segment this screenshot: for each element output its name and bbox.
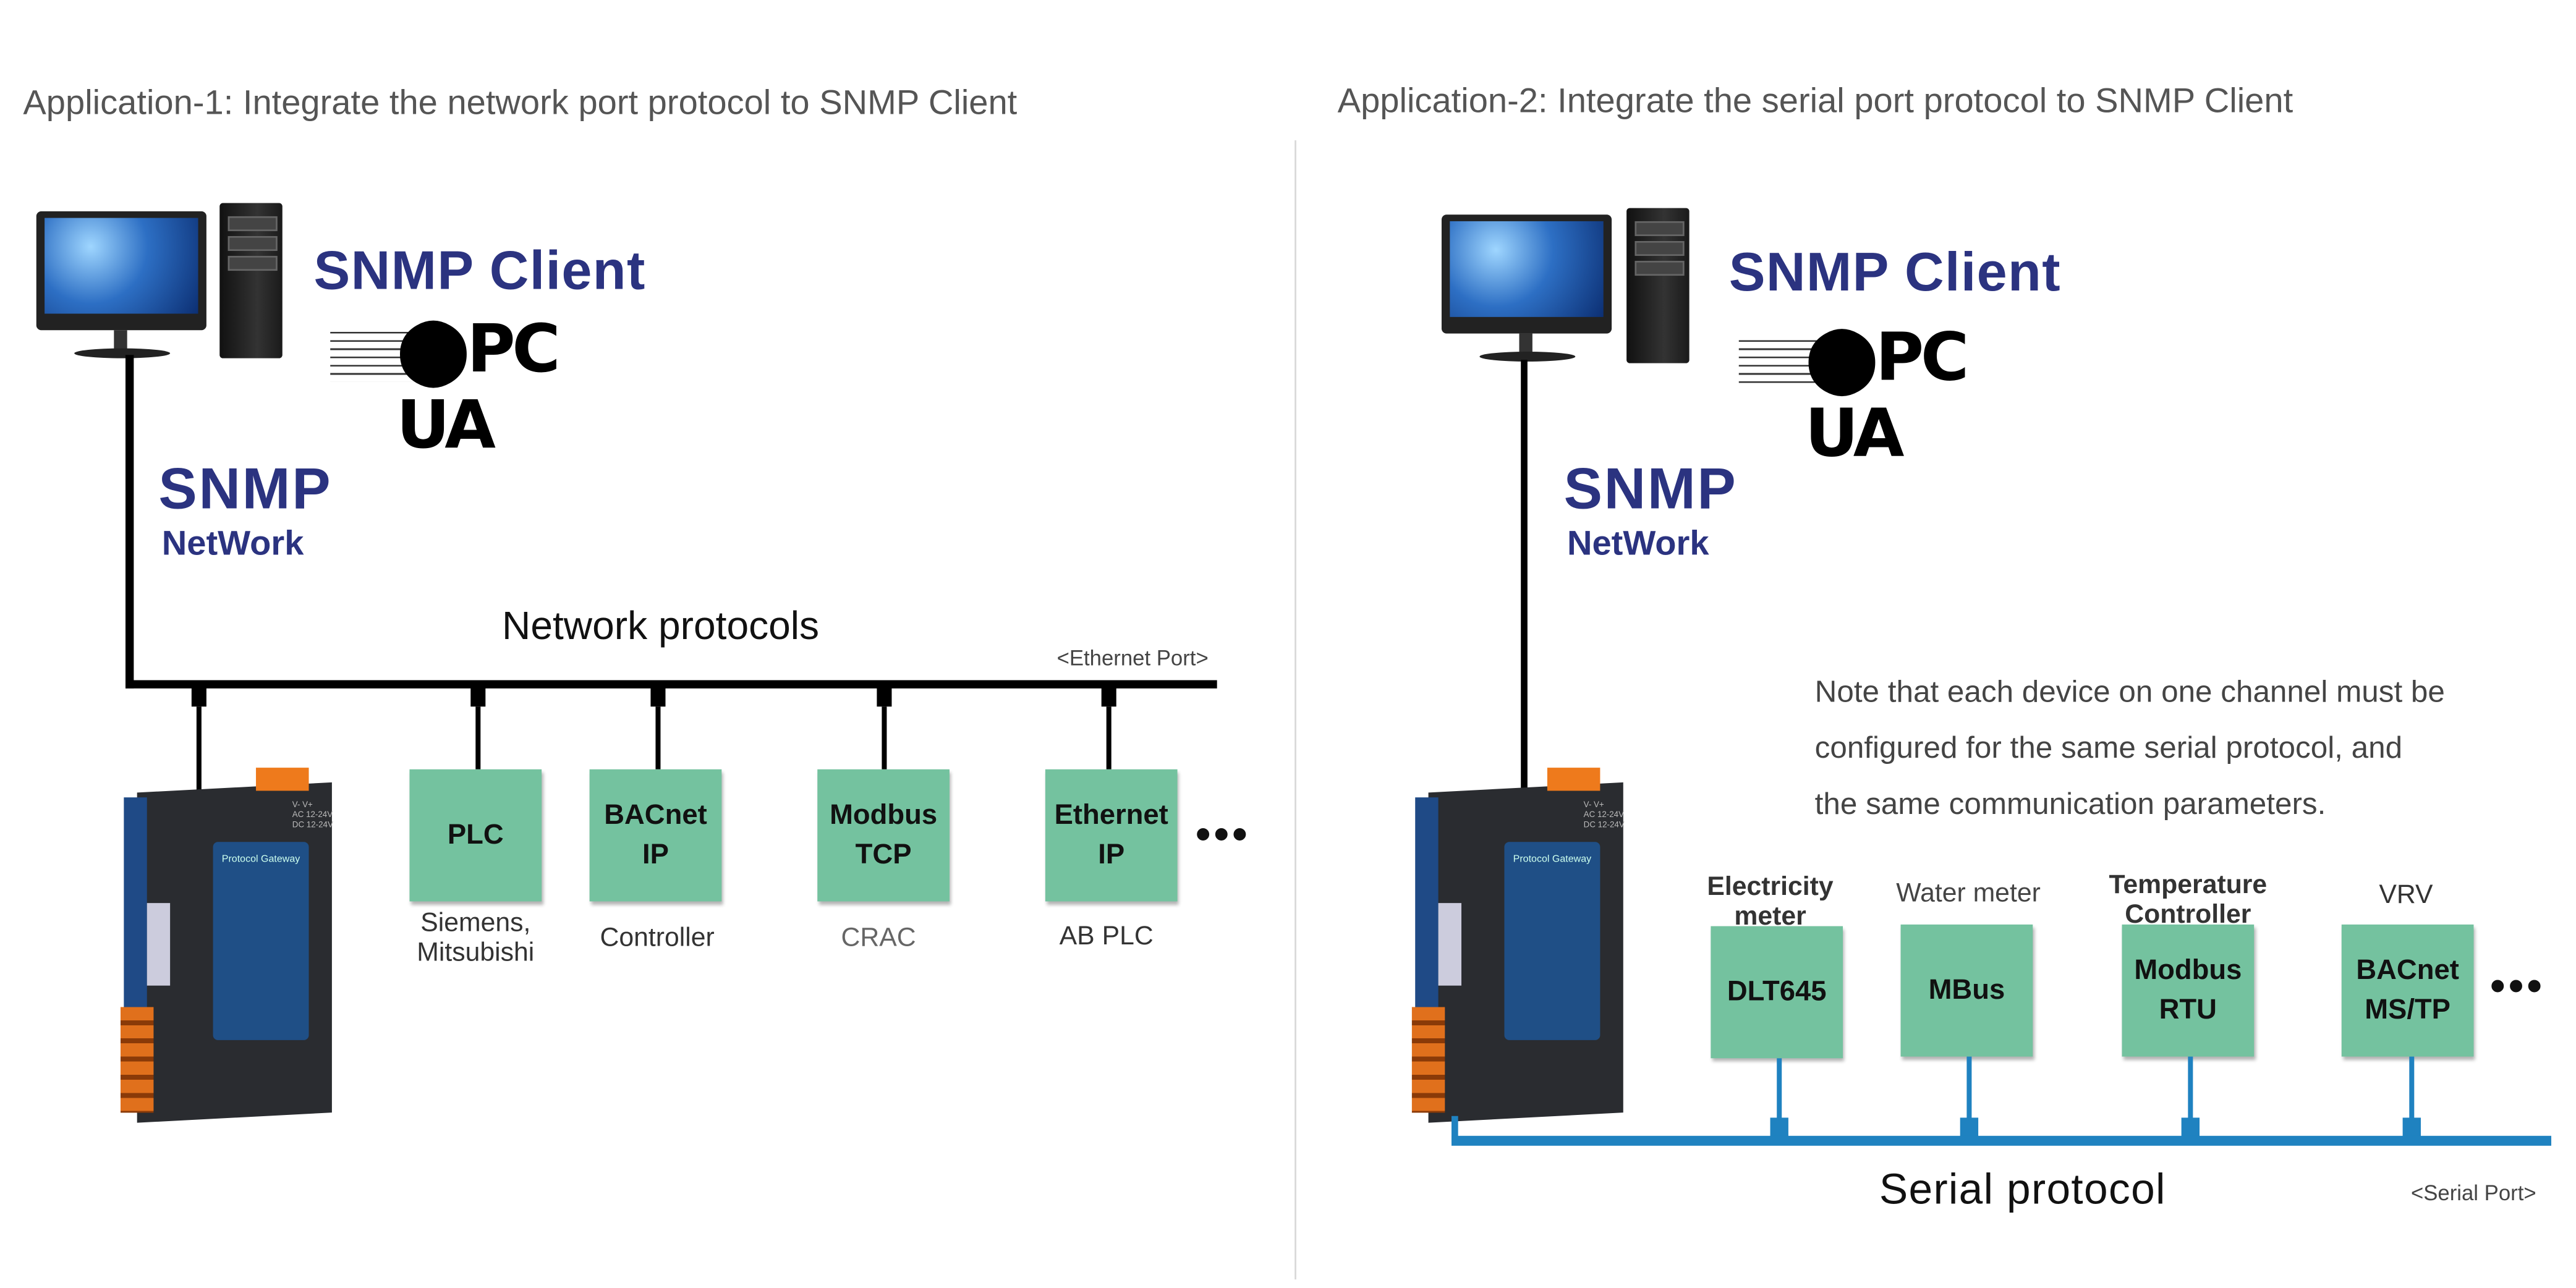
protocol-gateway-device: Protocol Gateway V- V+ AC 12-24V DC 12-2… [1411, 768, 1630, 1123]
device-box-modbus-rtu: Modbus RTU [2122, 924, 2255, 1057]
device-caption: Temperature Controller [2109, 871, 2268, 930]
app1-snmp-link-line [125, 355, 134, 688]
drop-line [655, 706, 661, 769]
serial-bus [1451, 1135, 2552, 1146]
gateway-power-text: V- V+ AC 12-24V DC 12-24V [292, 800, 333, 831]
device-caption: Controller [600, 924, 715, 953]
protocol-gateway-device: Protocol Gateway V- V+ AC 12-24V DC 12-2… [120, 768, 338, 1123]
gateway-ethernet-drop [196, 706, 202, 793]
drop-line [882, 706, 887, 769]
opc-ua-logo: ⬤PC UA [1738, 320, 2069, 472]
device-caption: AB PLC [1059, 923, 1154, 951]
section-divider [1294, 140, 1296, 1280]
app2-bus-label: Serial protocol [1879, 1164, 2166, 1214]
device-box-bacnet-ip: BACnet IP [589, 769, 722, 902]
drop-line [2409, 1056, 2415, 1123]
drop-line [1777, 1058, 1782, 1125]
more-devices-ellipsis: ••• [1195, 808, 1251, 859]
pc-tower-icon [1626, 208, 1690, 363]
device-box-mbus: MBus [1900, 924, 2033, 1057]
gateway-power-text: V- V+ AC 12-24V DC 12-24V [1583, 800, 1625, 831]
gateway-panel-text: Protocol Gateway [221, 855, 300, 865]
app1-network-label: NetWork [161, 525, 304, 563]
device-box-plc: PLC [409, 769, 542, 902]
pc-tower-icon [219, 203, 283, 358]
app2-snmp-client-label: SNMP Client [1728, 240, 2061, 302]
monitor-icon [36, 211, 206, 331]
device-box-ethernet-ip: Ethernet IP [1045, 769, 1178, 902]
app2-snmp-label: SNMP [1563, 457, 1738, 522]
device-caption: Siemens, Mitsubishi [417, 909, 535, 968]
ethernet-bus [125, 680, 1217, 688]
gateway-panel-text: Protocol Gateway [1513, 855, 1592, 865]
gateway-serial-drop [1451, 1116, 1458, 1143]
monitor-icon [1441, 214, 1612, 334]
serial-port-label: <Serial Port> [2410, 1180, 2536, 1205]
device-box-dlt645: DLT645 [1711, 926, 1843, 1059]
app2-title: Application-2: Integrate the serial port… [1337, 82, 2293, 121]
more-devices-ellipsis: ••• [2490, 960, 2546, 1010]
drop-line [475, 706, 481, 769]
app1-bus-label: Network protocols [502, 604, 820, 649]
app1-title: Application-1: Integrate the network por… [23, 84, 1018, 122]
device-caption: Water meter [1896, 879, 2041, 909]
app1-snmp-client-label: SNMP Client [313, 239, 646, 301]
drop-line [1106, 706, 1112, 769]
device-caption: Electricity meter [1707, 873, 1834, 931]
drop-line [2188, 1056, 2193, 1123]
device-box-modbus-tcp: Modbus TCP [817, 769, 950, 902]
app1-snmp-label: SNMP [158, 457, 333, 522]
device-caption: CRAC [841, 924, 916, 953]
serial-note: Note that each device on one channel mus… [1814, 673, 2445, 821]
drop-line [1966, 1056, 1972, 1123]
opc-ua-logo: ⬤PC UA [330, 312, 660, 464]
device-box-bacnet-mstp: BACnet MS/TP [2341, 924, 2474, 1057]
ethernet-port-label: <Ethernet Port> [1056, 645, 1209, 671]
app2-snmp-link-line [1521, 360, 1528, 793]
device-caption: VRV [2379, 881, 2433, 910]
app2-network-label: NetWork [1566, 525, 1709, 563]
